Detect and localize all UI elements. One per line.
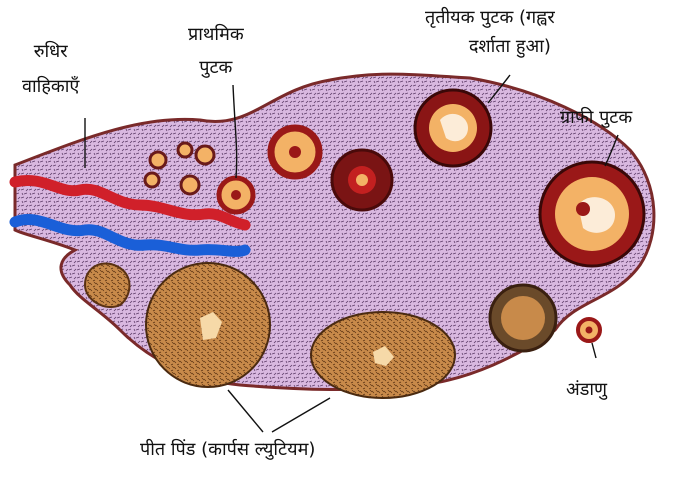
- label-primary-follicle-line1: प्राथमिक: [188, 25, 244, 46]
- label-tertiary-follicle-line2: दर्शाता हुआ): [465, 37, 555, 58]
- label-blood-vessels: रुधिर वाहिकाएँ: [22, 42, 79, 97]
- label-graafian-follicle: ग्राफी पुटक: [560, 108, 632, 129]
- label-tertiary-follicle: तृतीयक पुटक (गह्वर दर्शाता हुआ): [425, 8, 555, 57]
- graafian-follicle: [540, 162, 644, 266]
- leader-corpus-luteum-left: [228, 390, 263, 432]
- label-primary-follicle-line2: पुटक: [188, 58, 244, 79]
- leader-corpus-luteum-right: [272, 398, 330, 432]
- label-tertiary-follicle-line1: तृतीयक पुटक (गह्वर: [425, 8, 555, 29]
- leader-ovum: [592, 343, 596, 358]
- tertiary-follicle: [415, 90, 491, 166]
- label-corpus-luteum: पीत पिंड (कार्पस ल्युटियम): [140, 440, 315, 461]
- growing-follicle: [332, 150, 392, 210]
- label-blood-vessels-line2: वाहिकाएँ: [22, 77, 79, 98]
- secondary-follicle: [271, 128, 319, 176]
- ruptured-follicle: [490, 285, 556, 351]
- label-blood-vessels-line1: रुधिर: [22, 42, 79, 63]
- label-primary-follicle: प्राथमिक पुटक: [188, 25, 244, 78]
- label-ovum: अंडाणु: [566, 380, 607, 401]
- ovum: [578, 319, 600, 341]
